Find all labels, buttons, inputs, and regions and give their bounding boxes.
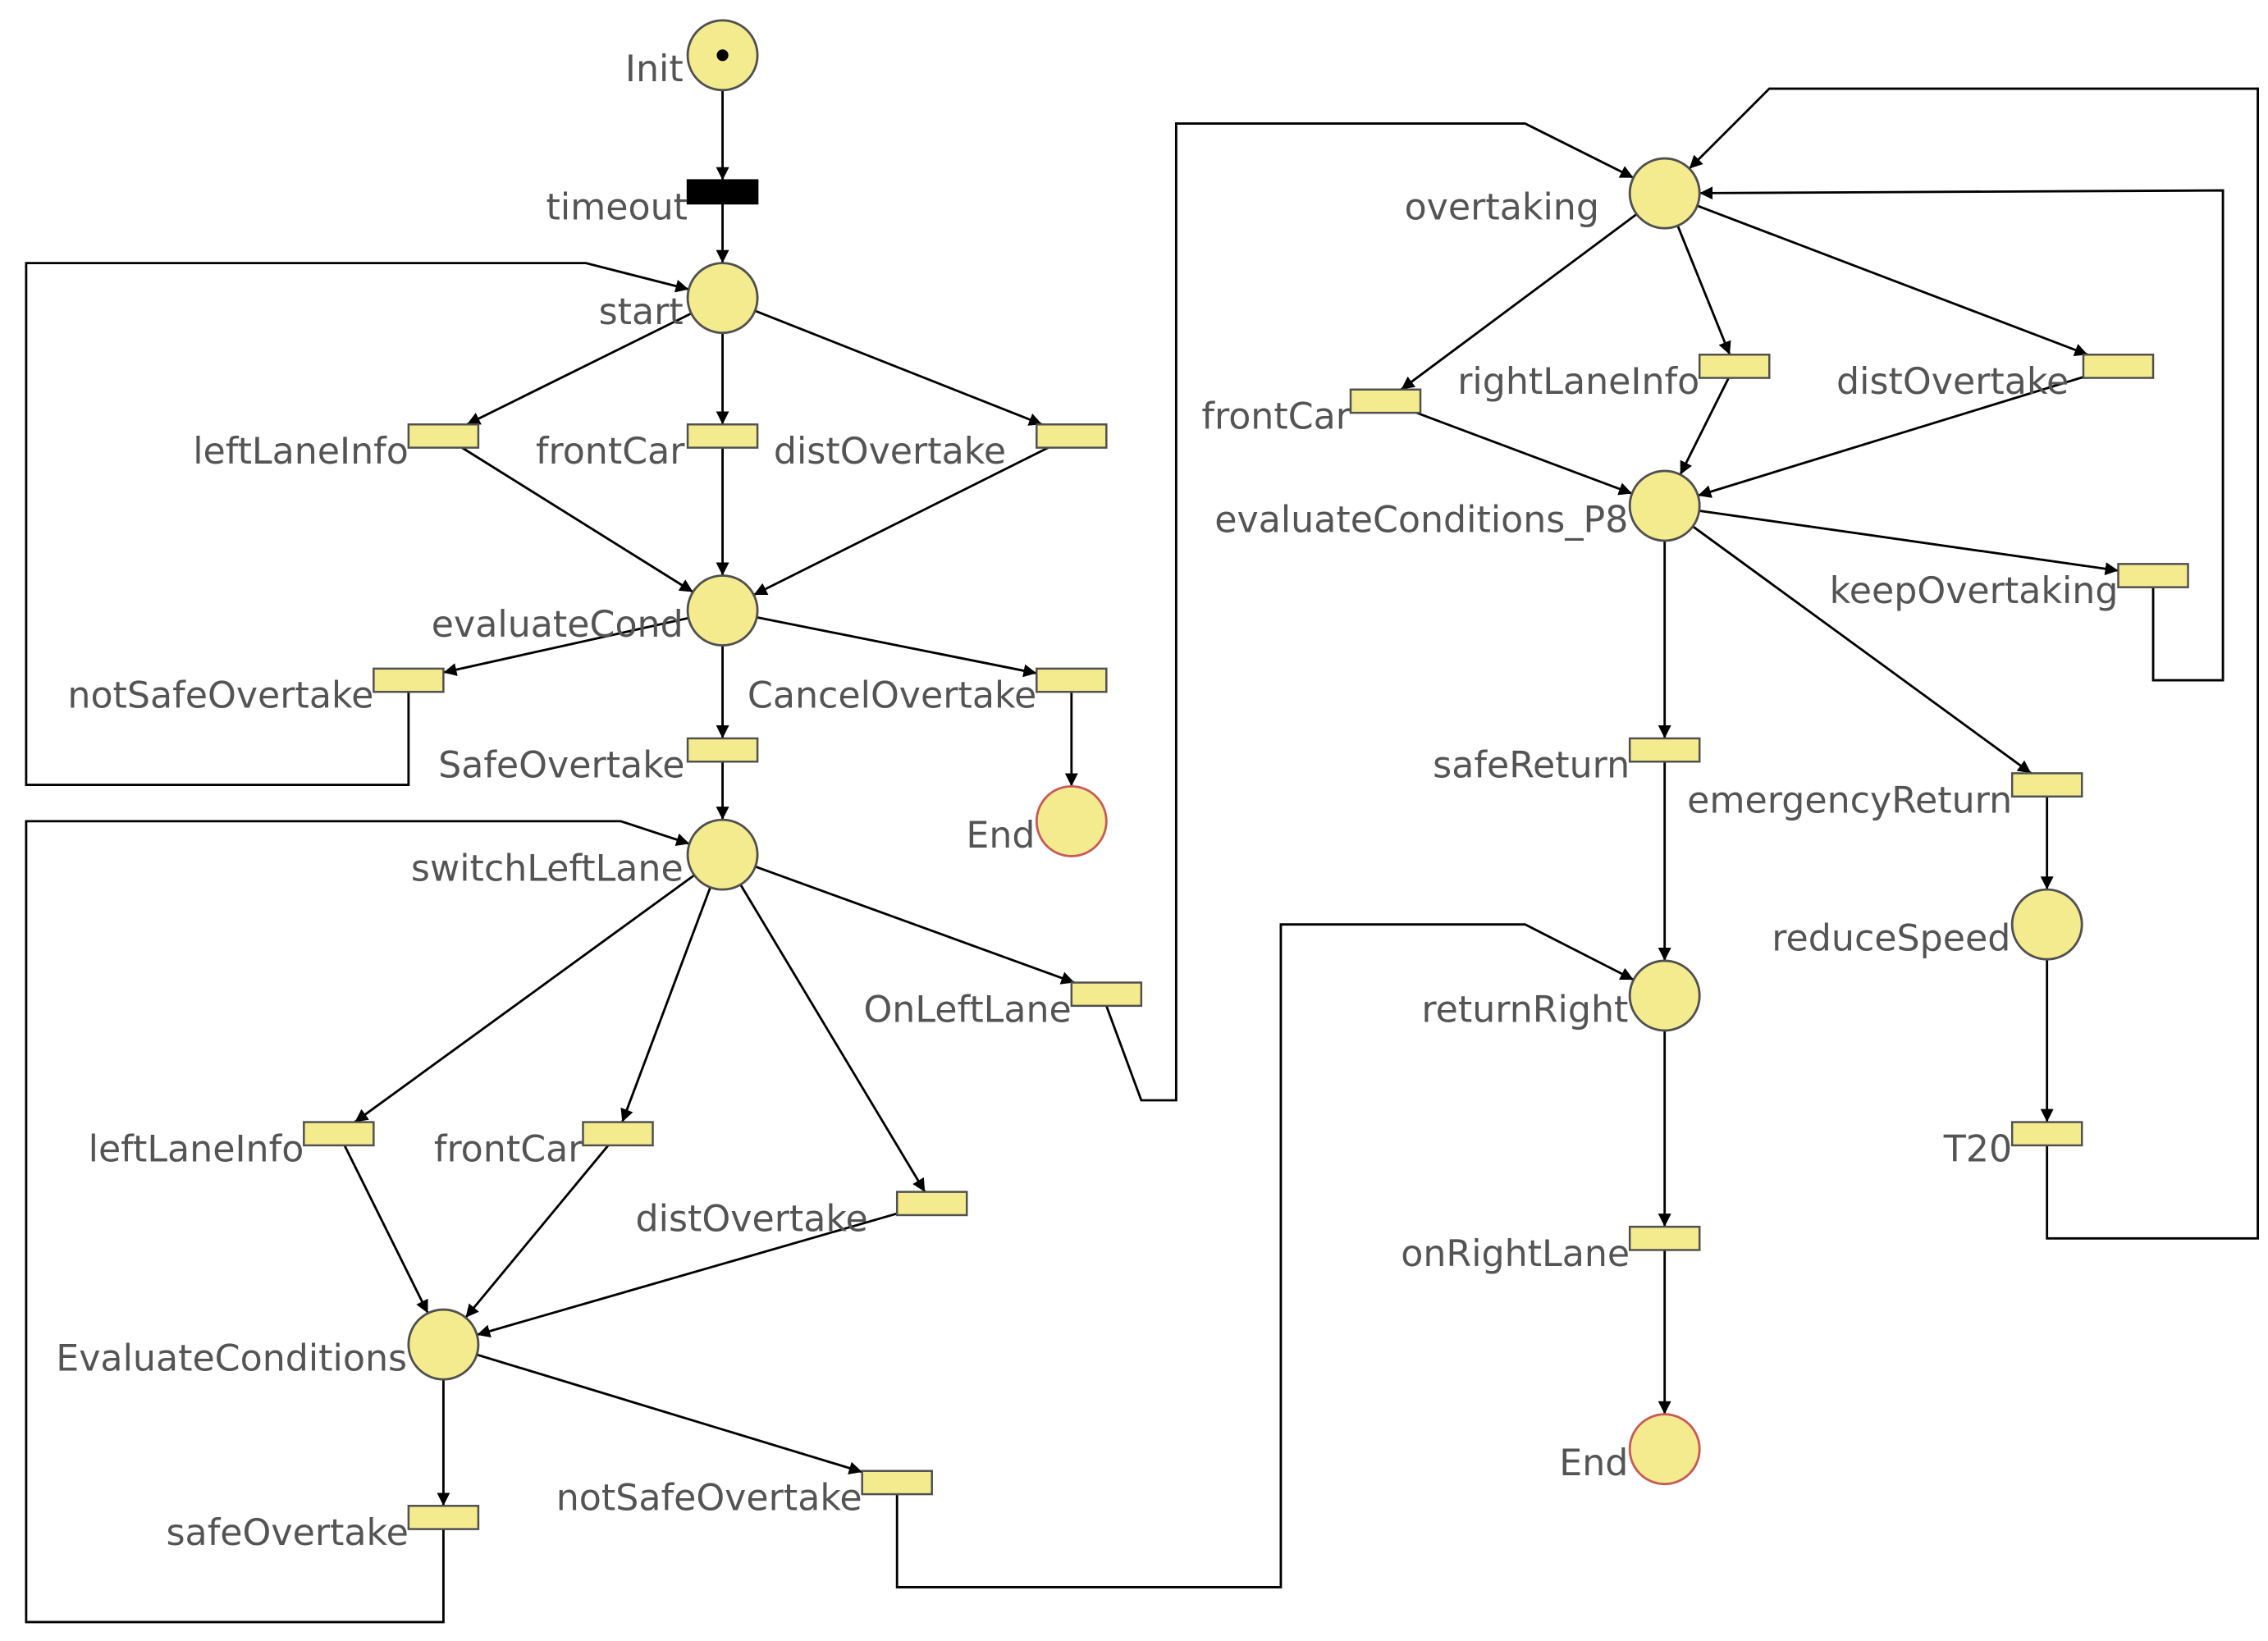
arc-distOvertake1-to-evaluateCond [752,446,1049,597]
transition-label-OnLeftLane: OnLeftLane [863,989,1071,1031]
transition-SafeOvertake[interactable] [686,737,759,763]
transition-keepOvertaking[interactable] [2117,563,2189,588]
place-label-overtaking: overtaking [1405,186,1599,228]
arc-evaluateConditions_P8-to-keepOvertaking [1699,510,2119,576]
arc-OnLeftLane-to-overtaking [1105,122,1635,1102]
place-label-evaluateCond: evaluateCond [432,604,684,646]
transition-notSafeOvertake2[interactable] [861,1470,933,1496]
transition-label-onRightLane: onRightLane [1401,1233,1630,1275]
transition-label-frontCar1: frontCar [536,431,685,473]
arc-switchLeftLane-to-frontCar2 [620,886,711,1123]
transition-timeout[interactable] [686,179,759,205]
transition-leftLaneInfo1[interactable] [407,423,480,449]
place-label-reduceSpeed: reduceSpeed [1772,918,2010,960]
arc-switchLeftLane-to-distOvertake2 [739,884,926,1193]
arc-frontCar2-to-EvaluateConditions [464,1145,610,1319]
transition-safeReturn[interactable] [1628,737,1701,763]
arc-overtaking-to-rightLaneInfo [1676,225,1731,355]
transition-safeOvertake2[interactable] [407,1505,480,1530]
transition-label-notSafeOvertake1: notSafeOvertake [67,675,373,717]
place-label-start: start [599,291,684,333]
transition-rightLaneInfo[interactable] [1698,354,1771,379]
token-dot [716,49,729,62]
transition-emergencyReturn[interactable] [2010,772,2083,798]
arc-EvaluateConditions-to-notSafeOvertake2 [476,1353,863,1474]
transition-CancelOvertake[interactable] [1036,667,1108,693]
place-overtaking[interactable] [1628,157,1701,230]
transition-label-leftLaneInfo1: leftLaneInfo [193,431,409,473]
arc-switchLeftLane-to-OnLeftLane [755,865,1075,985]
place-returnRight[interactable] [1628,959,1701,1032]
transition-T20[interactable] [2010,1121,2083,1147]
transition-OnLeftLane[interactable] [1070,981,1143,1008]
transition-label-distOvertake1: distOvertake [774,431,1006,473]
arc-distOvertake3-to-evaluateConditions_P8 [1697,376,2084,498]
place-start[interactable] [686,262,759,335]
arc-leftLaneInfo1-to-evaluateCond [461,446,694,593]
place-label-evaluateConditions_P8: evaluateConditions_P8 [1214,499,1628,541]
place-label-returnRight: returnRight [1421,989,1628,1031]
transition-distOvertake3[interactable] [2082,354,2155,379]
transition-label-safeReturn: safeReturn [1433,745,1630,787]
arc-safeOvertake2-to-switchLeftLane [25,820,690,1624]
arc-notSafeOvertake2-to-returnRight [895,923,1635,1588]
transition-label-distOvertake2: distOvertake [636,1198,868,1240]
arc-evaluateCond-to-notSafeOvertake1 [443,616,689,676]
arc-overtaking-to-distOvertake3 [1696,204,2088,357]
transition-label-notSafeOvertake2: notSafeOvertake [556,1478,862,1520]
transition-distOvertake1[interactable] [1036,423,1108,449]
arc-keepOvertaking-to-overtaking [1699,186,2225,682]
place-label-switchLeftLane: switchLeftLane [411,848,684,890]
place-end2[interactable] [1628,1413,1701,1486]
arc-layer [25,87,2260,1624]
arc-start-to-distOvertake1 [754,309,1043,426]
transition-notSafeOvertake1[interactable] [373,667,445,693]
transition-label-keepOvertaking: keepOvertaking [1830,570,2119,612]
transition-label-SafeOvertake: SafeOvertake [438,745,684,787]
transition-frontCar3[interactable] [1349,388,1422,414]
place-switchLeftLane[interactable] [686,818,759,891]
place-end1[interactable] [1035,784,1108,857]
place-label-EvaluateConditions: EvaluateConditions [56,1338,407,1380]
place-evaluateCond[interactable] [686,574,759,647]
transition-label-frontCar2: frontCar [434,1128,583,1170]
arc-frontCar3-to-evaluateConditions_P8 [1415,411,1633,496]
transition-label-leftLaneInfo2: leftLaneInfo [89,1128,304,1170]
arc-distOvertake2-to-EvaluateConditions [476,1212,898,1338]
transition-leftLaneInfo2[interactable] [303,1121,375,1147]
place-label-end2: End [1559,1442,1628,1484]
place-label-init: Init [625,48,684,90]
transition-label-distOvertake3: distOvertake [1836,361,2069,403]
transition-label-timeout: timeout [546,186,688,228]
place-label-end1: End [966,815,1035,857]
transition-frontCar2[interactable] [582,1121,654,1147]
transition-label-emergencyReturn: emergencyReturn [1687,779,2012,821]
transition-label-CancelOvertake: CancelOvertake [748,675,1036,717]
arc-overtaking-to-frontCar3 [1400,213,1638,391]
transition-label-frontCar3: frontCar [1201,396,1351,438]
transition-label-safeOvertake2: safeOvertake [166,1512,408,1554]
place-EvaluateConditions[interactable] [407,1308,480,1381]
transition-label-rightLaneInfo: rightLaneInfo [1457,361,1699,403]
transition-frontCar1[interactable] [686,423,759,449]
arc-switchLeftLane-to-leftLaneInfo2 [354,874,696,1123]
transition-distOvertake2[interactable] [895,1191,968,1217]
arc-rightLaneInfo-to-evaluateConditions_P8 [1679,377,1730,476]
transition-label-T20: T20 [1943,1128,2012,1170]
arc-start-to-leftLaneInfo1 [466,312,693,426]
place-reduceSpeed[interactable] [2010,888,2083,961]
arc-notSafeOvertake1-to-start [25,262,689,787]
arc-evaluateCond-to-CancelOvertake [757,615,1037,678]
place-evaluateConditions_P8[interactable] [1628,469,1701,542]
arc-evaluateConditions_P8-to-emergencyReturn [1692,525,2033,775]
arc-leftLaneInfo2-to-EvaluateConditions [343,1145,429,1314]
arc-T20-to-overtaking [1688,87,2260,1240]
transition-onRightLane[interactable] [1628,1225,1701,1251]
